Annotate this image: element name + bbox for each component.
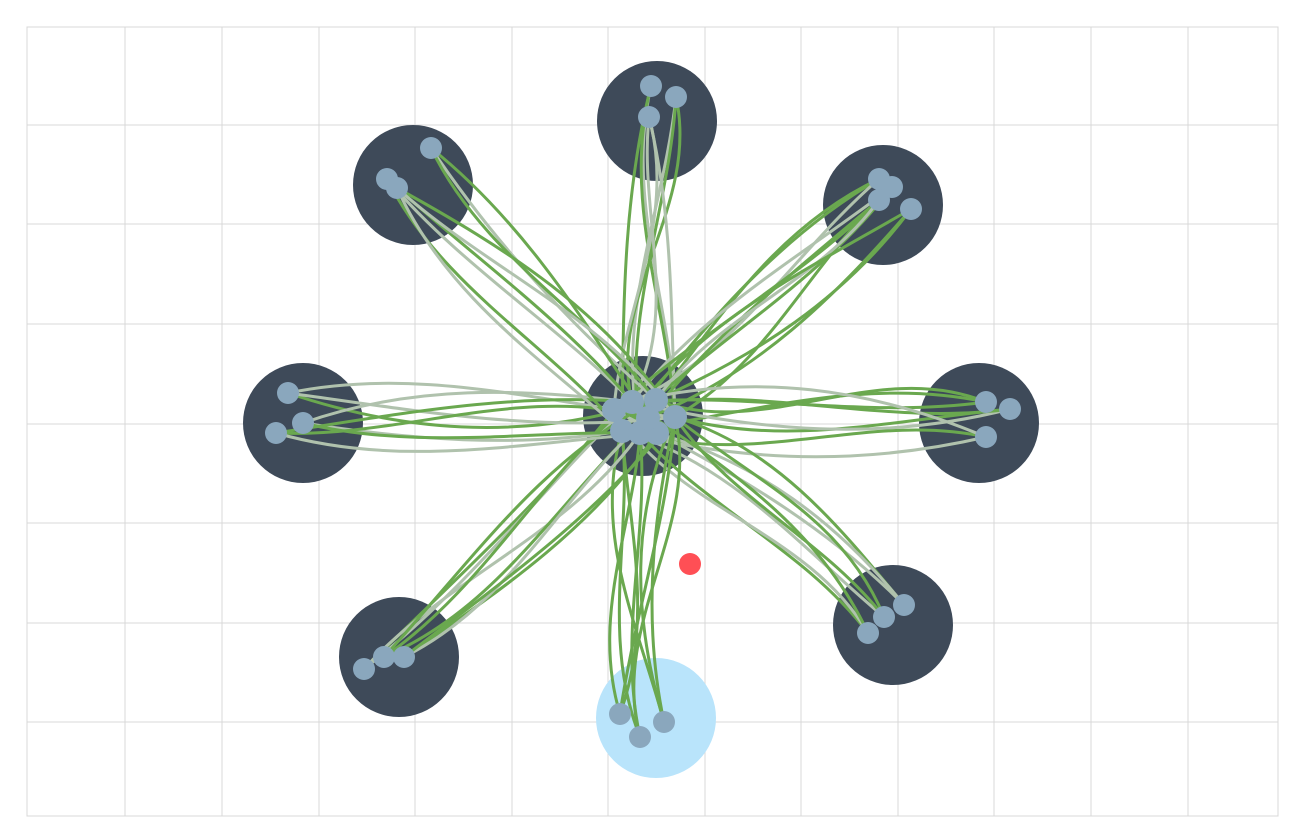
marker-center[interactable] [610,419,634,443]
marker-left[interactable] [277,382,299,404]
marker-bottom[interactable] [653,711,675,733]
route-path-bottom [617,429,642,739]
marker-top-left[interactable] [420,137,442,159]
route-path-top-right [654,177,881,402]
marker-left[interactable] [265,422,287,444]
marker-right[interactable] [975,391,997,413]
marker-top[interactable] [640,75,662,97]
marker-bottom-right[interactable] [857,622,879,644]
marker-bottom-left[interactable] [373,646,395,668]
route-path-top [630,115,658,404]
route-path-top-left [429,146,650,420]
marker-bottom-left[interactable] [353,658,375,680]
grid-border [26,26,1279,817]
marker-top[interactable] [665,86,687,108]
marker-right[interactable] [975,426,997,448]
route-path-left [301,421,624,442]
route-path-top-left [385,177,624,433]
marker-top[interactable] [638,106,660,128]
route-path-top-right [630,185,894,404]
route-path-top-left [385,177,650,420]
route-path-top-right [654,207,913,402]
marker-center[interactable] [663,405,687,429]
route-path-top-left [429,146,658,402]
marker-bottom-right[interactable] [893,594,915,616]
route-path-bottom-left [402,416,650,659]
marker-bottom-left[interactable] [393,646,415,668]
marker-left[interactable] [292,412,314,434]
path-layer [274,84,1012,739]
route-path-top-left [429,146,658,402]
route-path-bottom [618,415,677,716]
route-path-bottom-left [402,415,677,659]
marker-center[interactable] [644,388,668,412]
route-path-top-right [654,198,881,402]
marker-center[interactable] [602,398,626,422]
route-path-left [274,404,650,435]
marker-bottom-right[interactable] [873,606,895,628]
marker-layer [265,75,1021,748]
route-path-bottom-left [362,431,642,671]
route-path-top [620,84,653,433]
route-path-bottom [650,415,677,724]
marker-center[interactable] [636,406,660,430]
marker-top-left[interactable] [386,177,408,199]
route-path-top-right [673,198,881,419]
marker-center[interactable] [620,390,644,414]
red-dot-icon [679,553,701,575]
marker-top-right[interactable] [900,198,922,220]
route-path-top-left [395,186,624,433]
marker-bottom[interactable] [629,726,651,748]
node-bottom-right[interactable] [833,565,953,685]
marker-top-right[interactable] [868,189,890,211]
marker-right[interactable] [999,398,1021,420]
route-path-right [630,385,988,439]
node-top-left[interactable] [353,125,473,245]
route-path-bottom [608,431,642,716]
route-path-bottom [610,429,666,724]
cursor-layer [679,553,701,575]
marker-bottom[interactable] [609,703,631,725]
route-path-bottom [630,431,644,739]
route-path-left [301,390,634,425]
route-path-bottom-right [673,415,886,619]
route-path-left [274,431,659,453]
route-path-top-right [646,198,881,420]
route-path-top-left [395,186,677,419]
route-path-top-left [395,186,677,419]
